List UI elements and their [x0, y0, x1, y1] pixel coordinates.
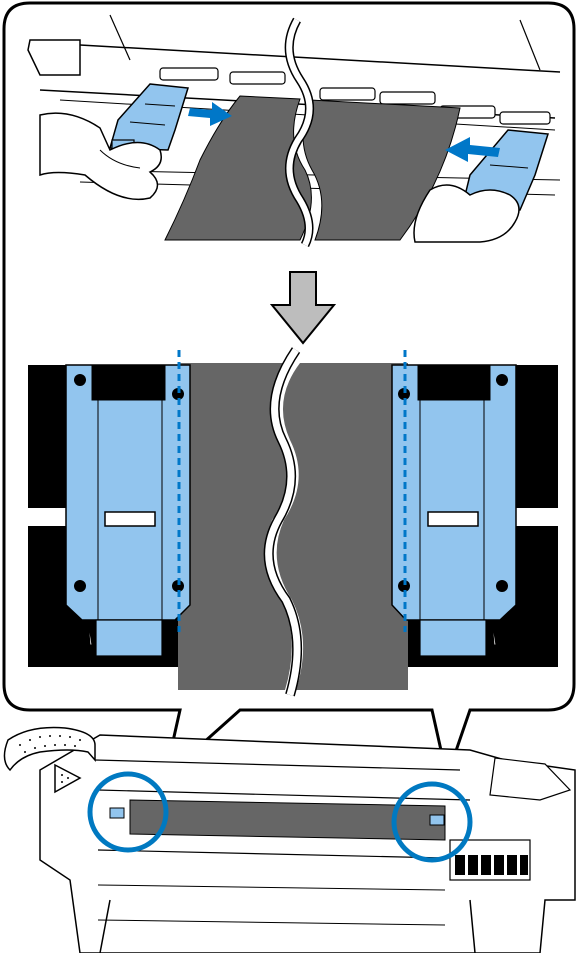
- printer-front-view: [4, 728, 575, 953]
- right-hand: [414, 185, 519, 242]
- detail-panel: [28, 350, 558, 695]
- right-plate-detail: [392, 365, 516, 656]
- left-plate-detail: [66, 365, 190, 656]
